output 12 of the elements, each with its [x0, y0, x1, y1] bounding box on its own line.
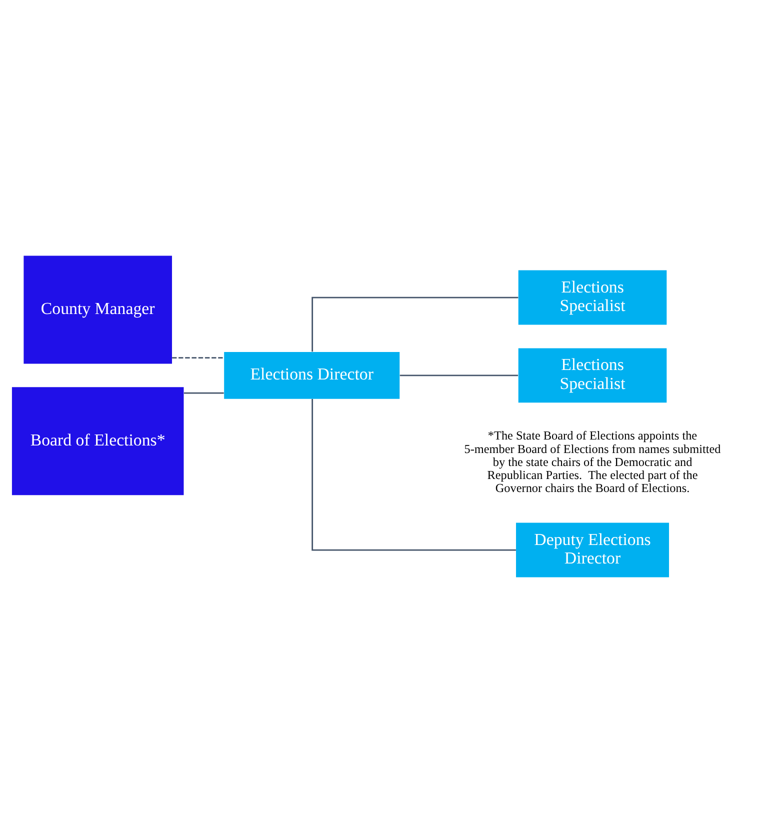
node-box: Deputy Elections Director — [516, 522, 670, 578]
node-box: Elections Specialist — [518, 270, 667, 325]
connector — [400, 374, 518, 376]
connector — [312, 296, 518, 352]
node-box: Board of Elections* — [12, 387, 184, 496]
node-box: County Manager — [24, 256, 172, 364]
node-box: Elections Specialist — [518, 348, 667, 403]
node-box: Elections Director — [224, 352, 400, 399]
label: *The State Board of Elections appoints the 5-member Board of Elections from names submitted by the state chairs of the Democratic and Republican Parties. The elected part of the Governor chairs the Board of Elections. — [464, 428, 721, 496]
connector — [184, 392, 224, 394]
connector — [172, 357, 224, 359]
connector — [312, 398, 516, 551]
